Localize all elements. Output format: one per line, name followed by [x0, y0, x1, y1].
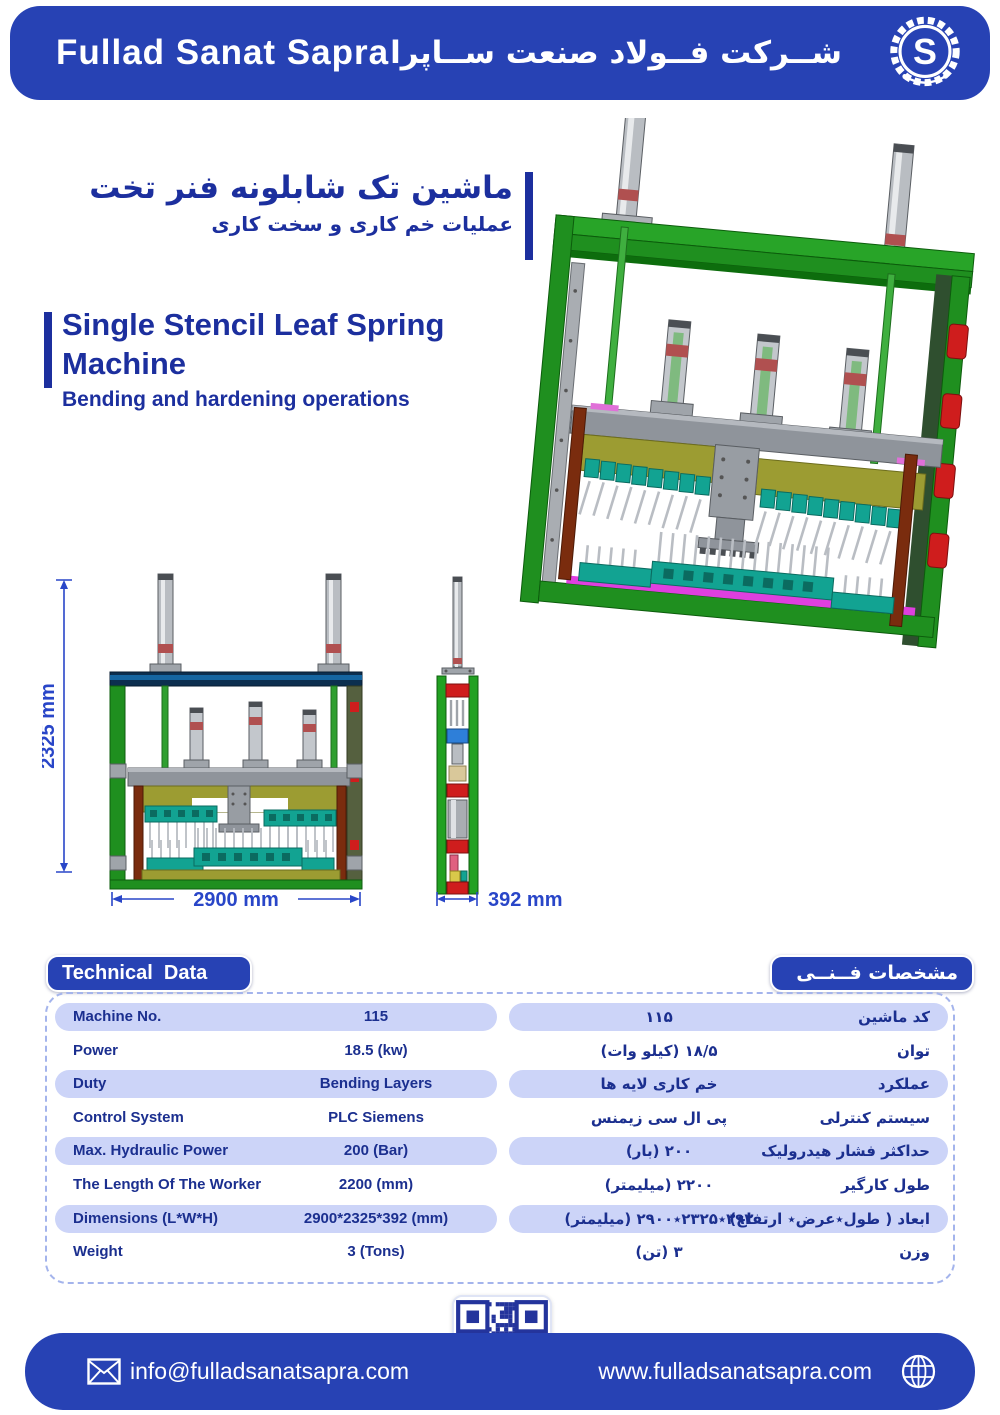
row-value-en: 18.5 (kw): [344, 1041, 408, 1059]
machine-subtitle-en: Bending and hardening operations: [62, 387, 410, 411]
table-row: Weight 3 (Tons) ۳ (تن) وزن: [55, 1238, 948, 1266]
row-value-en: PLC Siemens: [328, 1108, 424, 1126]
row-value-fa: ۱۱۵: [645, 1008, 673, 1026]
tall-cylinder: [600, 118, 653, 231]
row-label-fa: وزن: [899, 1243, 930, 1262]
row-value-fa: ۱۸/۵ (کیلو وات): [600, 1041, 718, 1060]
row-value-fa: خم کاری لایه ها: [600, 1075, 718, 1094]
table-row: Power 18.5 (kw) ۱۸/۵ (کیلو وات) توان: [55, 1037, 948, 1065]
row-value-en: 200 (Bar): [343, 1142, 409, 1160]
upper-clamp-row: [754, 488, 903, 565]
machine-front-view: 2325 mm: [42, 573, 363, 911]
mid-cylinder: [738, 333, 784, 430]
persian-title-block: ماشین تک شابلونه فنر تخت عملیات خم کاری …: [0, 168, 533, 260]
upper-clamp-row: [578, 458, 712, 534]
row-value-fa: ۳ (تن): [635, 1243, 683, 1262]
row-english-half: Dimensions (L*W*H) 2900*2325*392 (mm): [55, 1204, 497, 1233]
table-rows: Machine No. 115 ۱۱۵ کد ماشین Power 18.5 …: [55, 1003, 948, 1272]
row-persian-half: ۳۹۲٭۲۳۲۵٭۲۹۰۰ (میلیمتر) ابعاد ( طول٭عرض٭…: [509, 1204, 948, 1233]
title-accent-bar: [44, 312, 52, 388]
row-persian-half: ۲۲۰۰ (میلیمتر) طول کارگیر: [509, 1171, 948, 1199]
table-row: Duty Bending Layers خم کاری لایه ها عملک…: [55, 1070, 948, 1099]
row-english-half: Control System PLC Siemens: [55, 1104, 497, 1132]
logo-letter: S: [913, 32, 937, 72]
technical-data-title-fa: مشخصات فــنــی: [770, 955, 974, 992]
row-value-fa: ۲۲۰۰ (میلیمتر): [604, 1175, 714, 1194]
row-english-half: Duty Bending Layers: [55, 1070, 497, 1099]
row-persian-half: ۱۸/۵ (کیلو وات) توان: [509, 1037, 948, 1065]
footer-email: info@fulladsanatsapra.com: [130, 1358, 410, 1384]
machine-side-view: 392 mm: [436, 576, 563, 911]
row-label-en: Control System: [73, 1108, 184, 1126]
footer-website: www.fulladsanatsapra.com: [598, 1358, 872, 1384]
row-value-en: 115: [363, 1008, 389, 1025]
table-row: Control System PLC Siemens پی ال سی زیمن…: [55, 1104, 948, 1132]
row-value-fa: پی ال سی زیمنس: [590, 1108, 728, 1127]
row-persian-half: ۳ (تن) وزن: [509, 1238, 948, 1266]
row-english-half: Max. Hydraulic Power 200 (Bar): [55, 1137, 497, 1166]
row-label-fa: ابعاد ( طول٭عرض٭ ارتفاع): [729, 1209, 930, 1228]
row-value-en: Bending Layers: [319, 1075, 433, 1093]
technical-data-title-en: Technical Data: [46, 955, 252, 992]
row-persian-half: ۱۱۵ کد ماشین: [509, 1003, 948, 1031]
email-icon: [87, 1358, 121, 1385]
dimension-label-width: 2900 mm: [193, 889, 279, 911]
row-label-fa: کد ماشین: [858, 1008, 930, 1026]
english-title-block: Single Stencil Leaf Spring Machine Bendi…: [44, 306, 564, 412]
mid-cylinder: [183, 707, 210, 769]
height-dimension: 2325 mm: [42, 579, 72, 873]
mid-cylinder: [828, 347, 873, 444]
globe-icon: [901, 1354, 936, 1389]
machine-title-en: Single Stencil Leaf Spring Machine: [62, 307, 445, 381]
table-row: The Length Of The Worker 2200 (mm) ۲۲۰۰ …: [55, 1171, 948, 1199]
machine-title-fa: ماشین تک شابلونه فنر تخت: [89, 170, 513, 206]
dimension-label-depth: 392 mm: [488, 889, 563, 911]
row-english-half: Weight 3 (Tons): [55, 1238, 497, 1266]
row-label-fa: توان: [897, 1041, 930, 1060]
row-english-half: The Length Of The Worker 2200 (mm): [55, 1171, 497, 1199]
row-label-en: Duty: [73, 1075, 107, 1093]
mid-cylinder: [296, 709, 323, 769]
technical-table-outline: [45, 992, 955, 1284]
row-value-en: 2900*2325*392 (mm): [303, 1209, 449, 1227]
row-label-en: Machine No.: [73, 1008, 162, 1025]
depth-dimension: 392 mm: [436, 889, 563, 911]
row-english-half: Machine No. 115: [55, 1003, 497, 1031]
row-persian-half: ۲۰۰ (بار) حداکثر فشار هیدرولیک: [509, 1137, 948, 1166]
dimension-label-height: 2325 mm: [42, 683, 59, 769]
company-name-en: Fullad Sanat Sapra: [56, 33, 390, 72]
lower-clamp-row: [577, 560, 895, 615]
row-label-en: Weight: [73, 1243, 123, 1261]
row-label-fa: عملکرد: [877, 1075, 930, 1094]
row-english-half: Power 18.5 (kw): [55, 1037, 497, 1065]
mid-cylinder: [649, 319, 694, 417]
row-value-en: 3 (Tons): [347, 1243, 405, 1261]
title-accent-bar: [525, 172, 533, 260]
row-value-en: 2200 (mm): [338, 1175, 414, 1193]
row-label-en: The Length Of The Worker: [73, 1175, 262, 1193]
header-band: Fullad Sanat Sapra شــرکت فــولاد صنعت س…: [10, 6, 990, 100]
machine-3d-view: [519, 118, 975, 649]
row-label-en: Dimensions (L*W*H): [73, 1209, 219, 1227]
row-label-fa: طول کارگیر: [841, 1175, 930, 1194]
footer-band: info@fulladsanatsapra.com www.fulladsana…: [25, 1333, 975, 1410]
row-value-fa: ۳۹۲٭۲۳۲۵٭۲۹۰۰ (میلیمتر): [564, 1209, 754, 1228]
company-name-fa: شــرکت فــولاد صنعت ســاپرا: [390, 35, 842, 71]
row-persian-half: پی ال سی زیمنس سیستم کنترلی: [509, 1104, 948, 1132]
row-label-en: Max. Hydraulic Power: [73, 1142, 229, 1160]
company-logo-gear-icon: S: [890, 16, 960, 87]
table-row: Machine No. 115 ۱۱۵ کد ماشین: [55, 1003, 948, 1031]
row-label-en: Power: [73, 1041, 119, 1059]
row-label-fa: حداکثر فشار هیدرولیک: [761, 1142, 930, 1161]
table-row: Dimensions (L*W*H) 2900*2325*392 (mm) ۳۹…: [55, 1204, 948, 1233]
mid-cylinder: [242, 701, 269, 769]
width-dimension: 2900 mm: [111, 889, 361, 911]
row-label-fa: سیستم کنترلی: [819, 1108, 930, 1127]
row-persian-half: خم کاری لایه ها عملکرد: [509, 1070, 948, 1099]
table-row: Max. Hydraulic Power 200 (Bar) ۲۰۰ (بار)…: [55, 1137, 948, 1166]
machine-subtitle-fa: عملیات خم کاری و سخت کاری: [211, 212, 513, 237]
row-value-fa: ۲۰۰ (بار): [625, 1142, 693, 1161]
